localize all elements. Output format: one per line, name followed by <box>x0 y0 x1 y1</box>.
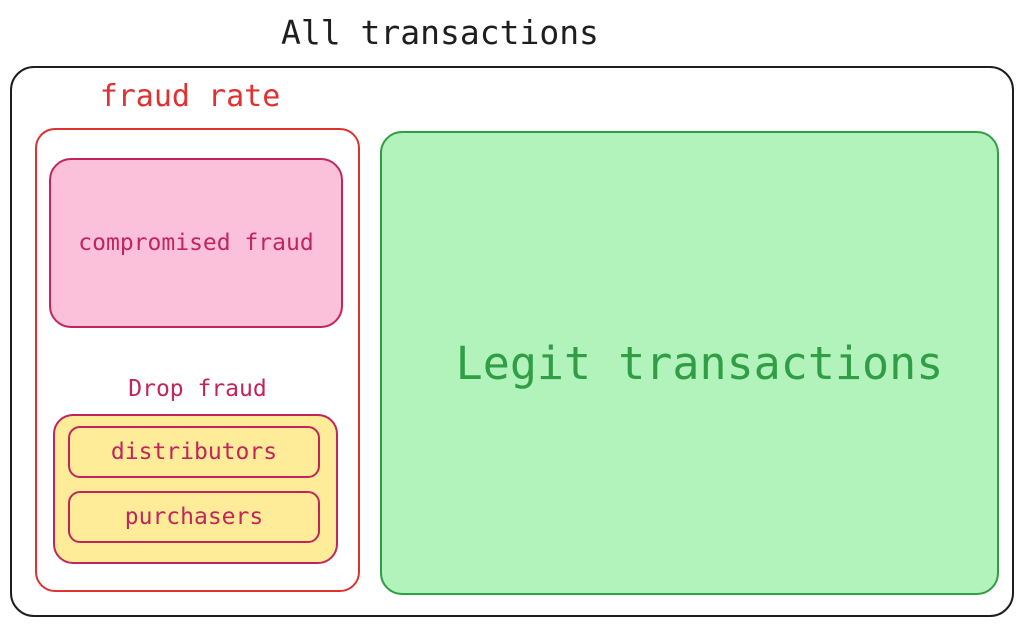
distributors-box: distributors <box>68 426 320 478</box>
drop-fraud-box <box>53 414 338 564</box>
drop-fraud-label: Drop fraud <box>128 376 267 402</box>
purchasers-box: purchasers <box>68 491 320 543</box>
diagram-title: All transactions <box>281 12 599 52</box>
fraud-rate-box <box>35 128 360 592</box>
compromised-fraud-box: compromised fraud <box>49 158 343 328</box>
all-transactions-box <box>10 66 1014 617</box>
fraud-rate-label: fraud rate <box>99 78 281 114</box>
legit-transactions-box: Legit transactions <box>380 131 999 595</box>
